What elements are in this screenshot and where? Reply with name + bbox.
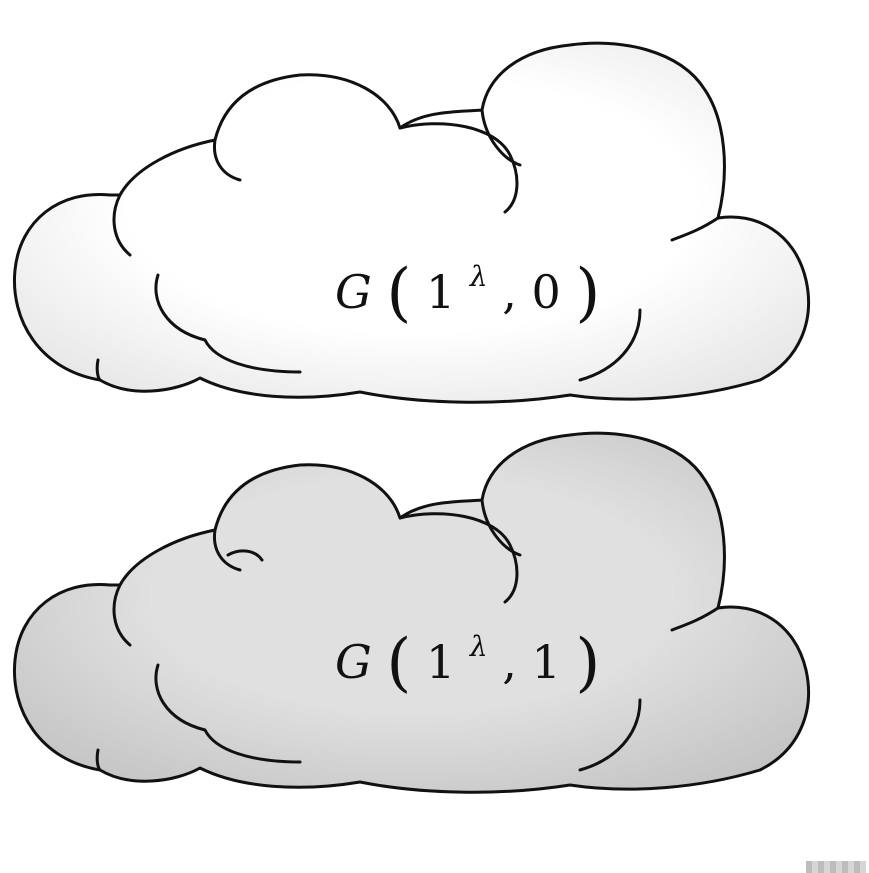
cloud-bottom-label-exponent: λ (469, 630, 488, 663)
cloud-bottom-label-func: G (335, 635, 372, 689)
cloud-bottom-label-comma: , (502, 635, 531, 689)
cloud-top-label: G ( 1 λ , 0 ) (335, 243, 600, 330)
cloud-top: G ( 1 λ , 0 ) (12, 41, 810, 404)
cloud-bottom-label-open-paren: ( (386, 626, 411, 700)
cloud-bottom-lobe-5 (670, 606, 720, 632)
cloud-bottom-lobe-3 (398, 512, 519, 604)
cloud-top-label-base: 1 (426, 265, 455, 319)
cloud-top-lobe-1 (112, 193, 132, 257)
cloud-bottom-lobe-4 (480, 498, 522, 557)
cloud-bottom-lobe-1 (112, 583, 132, 647)
cloud-bottom-label: G ( 1 λ , 1 ) (335, 613, 600, 700)
watermark-strip (806, 861, 866, 873)
cloud-bottom-lobe-7 (578, 698, 642, 772)
cloud-top-lobe-4 (480, 108, 522, 167)
cloud-top-lobe-6 (154, 273, 302, 374)
cloud-bottom-label-base: 1 (426, 635, 455, 689)
cloud-bottom-label-close-paren: ) (575, 626, 600, 700)
cloud-top-lobe-8 (95, 358, 102, 382)
cloud-bottom-lobe-2 (212, 528, 242, 572)
cloud-top-lobe-2 (212, 138, 242, 182)
cloud-top-label-open-paren: ( (386, 256, 411, 330)
cloud-bottom-lobe-8 (95, 748, 102, 772)
cloud-bottom: G ( 1 λ , 1 ) (12, 431, 810, 794)
cloud-top-label-comma: , (502, 265, 531, 319)
cloud-top-outline (12, 41, 810, 404)
cloud-bottom-outline (12, 431, 810, 794)
cloud-top-label-exponent: λ (469, 260, 488, 293)
cloud-bottom-lobe-6 (154, 663, 302, 764)
cloud-top-label-close-paren: ) (575, 256, 600, 330)
cloud-top-lobe-7 (578, 308, 642, 382)
cloud-bottom-label-second-arg: 1 (532, 635, 561, 689)
cloud-top-label-func: G (335, 265, 372, 319)
cloud-top-lobe-3 (398, 122, 519, 214)
cloud-top-label-second-arg: 0 (532, 265, 561, 319)
cloud-bottom-lobe-2b (226, 549, 264, 562)
cloud-top-lobe-5 (670, 216, 720, 242)
